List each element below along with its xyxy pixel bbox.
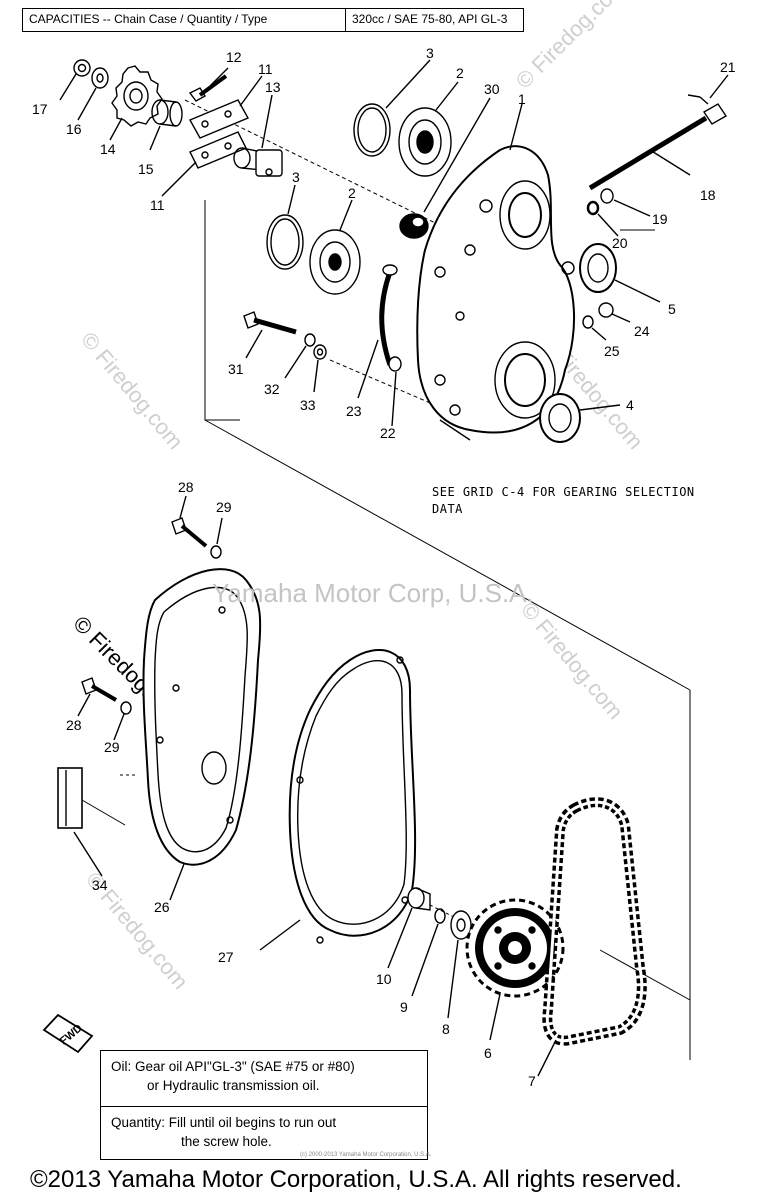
- part-3-circlip-lower: [266, 184, 304, 270]
- part-29-washer-lower: [113, 701, 132, 741]
- callout-32: 32: [264, 381, 280, 397]
- part-29-washer-upper: [210, 517, 223, 559]
- callout-13: 13: [265, 79, 281, 95]
- capacities-label: CAPACITIES -- Chain Case / Quantity / Ty…: [23, 9, 346, 31]
- part-20-o-ring: [586, 200, 619, 237]
- part-25-washer: [582, 315, 607, 341]
- callout-1: 1: [518, 91, 526, 107]
- tiny-copyright: (c) 2000-2013 Yamaha Motor Corporation, …: [300, 1152, 432, 1158]
- part-33-washer: [313, 344, 327, 393]
- oil-info-box: Oil: Gear oil API"GL-3" (SAE #75 or #80)…: [100, 1050, 428, 1160]
- callout-28-upper: 28: [178, 479, 194, 495]
- callout-15: 15: [138, 161, 154, 177]
- callout-28-lower: 28: [66, 717, 82, 733]
- quantity-row: Quantity: Fill until oil begins to run o…: [101, 1107, 427, 1157]
- gearing-note-line2: DATA: [432, 502, 463, 516]
- oil-line2: or Hydraulic transmission oil.: [147, 1078, 320, 1093]
- part-31-bolt: [243, 311, 297, 359]
- part-15-bushing: [149, 99, 183, 151]
- firedog-watermark: © Firedog.com: [511, 0, 631, 94]
- callout-24: 24: [634, 323, 650, 339]
- yamaha-watermark: Yamaha Motor Corp, U.S.A.: [212, 578, 534, 608]
- callout-18: 18: [700, 187, 716, 203]
- callout-30: 30: [484, 81, 500, 97]
- part-23-breather-hose: [357, 264, 398, 399]
- fwd-arrow: FWD: [42, 1013, 94, 1054]
- part-8-washer: [447, 910, 472, 1019]
- callout-6: 6: [484, 1045, 492, 1061]
- callout-27: 27: [218, 949, 234, 965]
- part-1-chain-case: [416, 103, 575, 441]
- callout-23: 23: [346, 403, 362, 419]
- callout-10: 10: [376, 971, 392, 987]
- part-28-bolt-upper: [171, 495, 208, 548]
- part-5-oil-seal: [579, 243, 661, 303]
- part-16-washer: [77, 67, 109, 121]
- quantity-line1: Quantity: Fill until oil begins to run o…: [111, 1115, 337, 1130]
- part-30-plug: [399, 97, 491, 239]
- part-9-washer: [411, 908, 446, 997]
- part-7-chain: [537, 797, 647, 1077]
- part-12-bolt: [188, 67, 229, 102]
- callout-14: 14: [100, 141, 116, 157]
- part-22-fitting: [388, 356, 402, 427]
- oil-row: Oil: Gear oil API"GL-3" (SAE #75 or #80)…: [101, 1051, 427, 1107]
- part-10-bolt: [387, 887, 431, 969]
- callout-11-lower: 11: [150, 197, 165, 213]
- callout-20: 20: [612, 235, 628, 251]
- callout-19: 19: [652, 211, 668, 227]
- part-4-oil-seal: [539, 393, 621, 443]
- callout-4: 4: [626, 397, 634, 413]
- gearing-note-line1: SEE GRID C-4 FOR GEARING SELECTION: [432, 485, 695, 499]
- callout-17: 17: [32, 101, 48, 117]
- part-24-bolt: [598, 302, 631, 323]
- part-3-circlip-upper: [353, 59, 431, 157]
- capacities-header: CAPACITIES -- Chain Case / Quantity / Ty…: [22, 8, 524, 32]
- callout-7: 7: [528, 1073, 536, 1089]
- firedog-watermark: © Firedog.com: [76, 327, 188, 454]
- part-11-plates: [161, 75, 263, 197]
- part-18-long-bolt: [588, 103, 727, 191]
- part-13-tensioner: [233, 94, 283, 177]
- capacities-value: 320cc / SAE 75-80, API GL-3: [352, 12, 508, 26]
- callout-12: 12: [226, 49, 242, 65]
- callout-11-upper: 11: [258, 61, 273, 77]
- part-14-drive-sprocket: [109, 65, 163, 141]
- callout-3-lower: 3: [292, 169, 300, 185]
- callout-5: 5: [668, 301, 676, 317]
- part-26-cover: [142, 568, 262, 901]
- callouts: 17 16 14 15 12 11 13 11 3 2 30 1 21 18 1…: [32, 45, 736, 1089]
- part-17-nut: [59, 59, 91, 101]
- part-34-decal: [57, 767, 103, 877]
- gearing-note: SEE GRID C-4 FOR GEARING SELECTION DATA: [432, 484, 695, 518]
- callout-29-lower: 29: [104, 739, 120, 755]
- oil-line1: Oil: Gear oil API"GL-3" (SAE #75 or #80): [111, 1059, 355, 1074]
- copyright-notice: ©2013 Yamaha Motor Corporation, U.S.A. A…: [30, 1166, 682, 1193]
- callout-22: 22: [380, 425, 396, 441]
- part-28-bolt-lower: [77, 677, 118, 717]
- part-19-washer: [600, 188, 651, 217]
- callout-16: 16: [66, 121, 82, 137]
- part-27-gasket: [259, 649, 417, 951]
- firedog-watermark: © Firedog.com: [516, 597, 628, 724]
- callout-34: 34: [92, 877, 108, 893]
- part-21-pin: [687, 74, 729, 105]
- callout-26: 26: [154, 899, 170, 915]
- part-6-driven-sprocket: [465, 898, 565, 1041]
- callout-8: 8: [442, 1021, 450, 1037]
- part-32-washer: [284, 333, 316, 379]
- callout-33: 33: [300, 397, 316, 413]
- callout-31: 31: [228, 361, 244, 377]
- callout-29-upper: 29: [216, 499, 232, 515]
- callout-2-upper: 2: [456, 65, 464, 81]
- part-2-bearing-lower: [309, 199, 361, 295]
- callout-3-upper: 3: [426, 45, 434, 61]
- quantity-line2: the screw hole.: [181, 1134, 272, 1149]
- callout-2-lower: 2: [348, 185, 356, 201]
- callout-25: 25: [604, 343, 620, 359]
- part-2-bearing-upper: [398, 81, 459, 177]
- callout-9: 9: [400, 999, 408, 1015]
- callout-21: 21: [720, 59, 736, 75]
